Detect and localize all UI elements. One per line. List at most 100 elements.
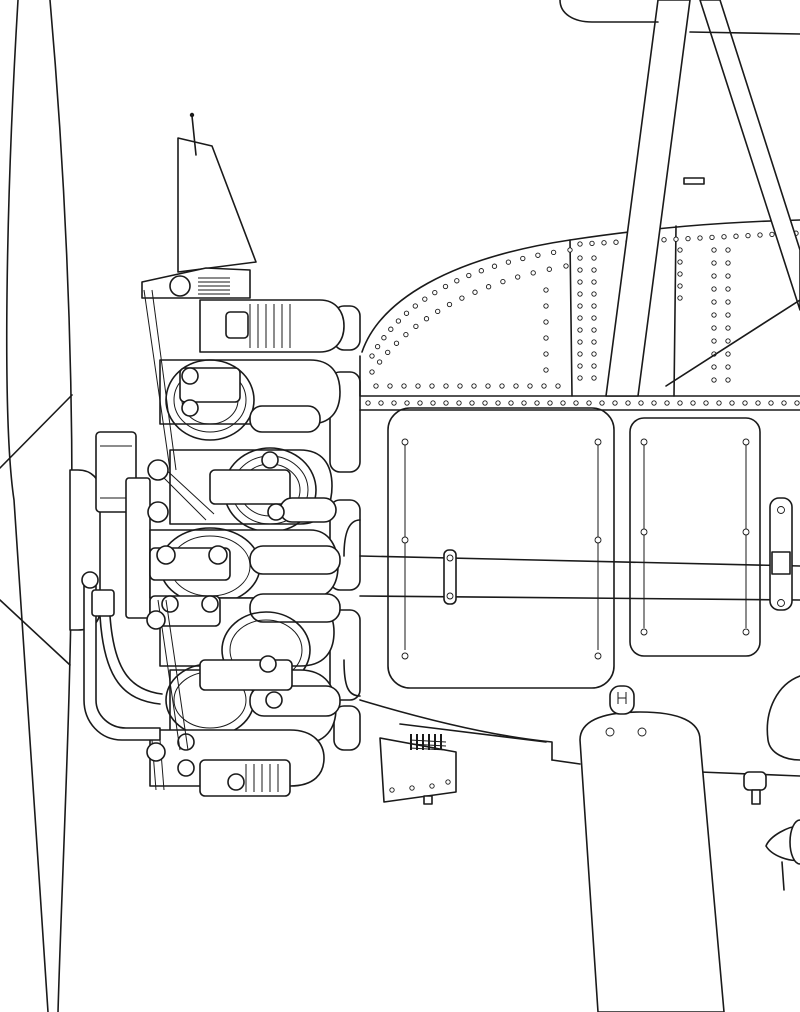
rivet: [443, 400, 449, 406]
wing-struts: [559, 0, 800, 397]
rivet: [550, 249, 557, 256]
rivet: [499, 383, 505, 389]
rivet: [577, 375, 583, 381]
engine-cylinders: [143, 275, 345, 797]
rivet: [387, 383, 393, 389]
rivet: [369, 369, 375, 375]
rivet: [530, 270, 536, 276]
rivet: [591, 339, 597, 345]
rivet: [769, 231, 775, 238]
rivet: [491, 263, 498, 269]
rivet: [725, 299, 731, 305]
rivet: [543, 319, 549, 325]
rivet: [685, 235, 691, 242]
rivet: [591, 303, 597, 309]
rivet: [430, 400, 436, 406]
cylinder-5: [149, 593, 341, 689]
rivet: [520, 255, 526, 262]
rivet: [385, 349, 391, 356]
rivet: [543, 287, 549, 293]
rivet: [721, 234, 727, 240]
fuselage-upper-cowling: [359, 219, 800, 411]
rivet: [482, 400, 488, 406]
rivet: [591, 375, 597, 381]
rivet: [638, 400, 644, 406]
air-vent-panel: [379, 734, 457, 805]
rivet: [757, 232, 763, 238]
rivet: [521, 400, 527, 406]
rivet: [442, 283, 449, 290]
rivet: [374, 343, 381, 350]
rivet: [472, 289, 478, 295]
rivet: [591, 267, 597, 273]
rivet: [664, 400, 670, 406]
rivet: [725, 377, 731, 383]
rivet: [677, 283, 683, 289]
rivet: [417, 400, 423, 406]
rivet: [423, 316, 430, 322]
rivet: [601, 240, 607, 246]
rivet: [395, 318, 402, 324]
rivet: [591, 255, 597, 261]
rivet: [454, 278, 460, 284]
rivet: [591, 327, 597, 333]
rivet: [677, 259, 683, 265]
fuselage-side-panels: [387, 407, 793, 689]
rivet: [690, 400, 696, 406]
rivet: [711, 338, 717, 344]
rivet: [446, 301, 453, 308]
rivet: [711, 364, 717, 370]
rivet: [412, 303, 418, 309]
rivet: [725, 325, 731, 331]
rivet: [415, 383, 421, 389]
rivet: [586, 400, 592, 406]
rivet: [577, 351, 583, 357]
rivet: [505, 259, 512, 265]
rivet: [709, 234, 715, 241]
cylinder-3: [169, 447, 337, 533]
rivet: [573, 400, 579, 406]
rivet: [555, 383, 561, 389]
rivet: [563, 263, 569, 269]
rivet: [677, 247, 683, 253]
rivet: [567, 247, 573, 253]
engine-top-baffle: [141, 112, 257, 299]
rivet: [456, 400, 462, 406]
rivet: [577, 303, 583, 309]
cylinder-1: [199, 299, 345, 353]
rivet: [443, 383, 449, 389]
rivet: [677, 400, 683, 406]
rivet: [733, 233, 739, 239]
rivet: [577, 327, 583, 333]
rivet: [527, 383, 533, 389]
rivet: [703, 400, 709, 406]
rivet: [560, 400, 566, 406]
rivet: [508, 400, 514, 406]
rivet: [543, 351, 549, 357]
rivet: [403, 310, 410, 316]
rivet: [711, 273, 717, 279]
rivet: [500, 278, 506, 285]
rivet: [711, 260, 717, 266]
rivet: [543, 335, 549, 341]
cylinder-7: [149, 729, 325, 797]
rivet: [369, 353, 375, 359]
rivet: [725, 364, 731, 370]
rivet: [755, 400, 761, 406]
rivet: [591, 279, 597, 285]
rivet: [435, 308, 441, 315]
rivet: [485, 383, 491, 389]
rivet: [591, 363, 597, 369]
rivet: [413, 323, 419, 330]
rivet: [466, 272, 472, 279]
rivet: [711, 377, 717, 383]
rivet: [469, 400, 475, 406]
rivet: [781, 400, 787, 406]
rocker-valves: [146, 275, 191, 762]
propeller-blade: [0, 0, 73, 1012]
rivet: [534, 400, 540, 406]
rivet: [404, 400, 410, 406]
rivet: [577, 255, 583, 261]
rivet: [485, 284, 492, 290]
rivet: [541, 383, 547, 389]
